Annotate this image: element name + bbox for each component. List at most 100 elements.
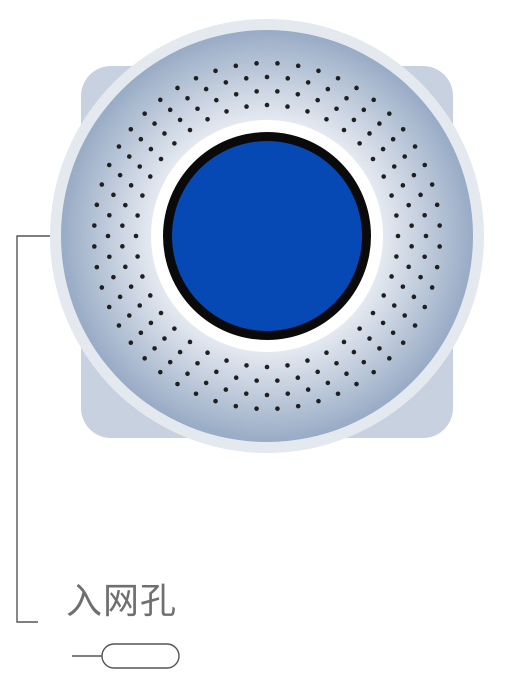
vent-dot [106, 162, 112, 168]
vent-dots [92, 61, 442, 411]
vent-dot [140, 193, 145, 198]
center-button[interactable] [172, 141, 362, 331]
vent-dot [380, 146, 386, 152]
vent-dot [406, 264, 411, 270]
vent-dot [305, 109, 310, 114]
vent-dot [127, 313, 132, 318]
vent-dot [335, 75, 341, 81]
vent-dot [148, 146, 154, 152]
vent-dot [357, 141, 362, 146]
vent-dot [213, 68, 218, 74]
vent-dot [244, 104, 249, 109]
vent-dot [354, 85, 359, 91]
vent-dot [175, 381, 180, 387]
vent-dot [285, 363, 290, 368]
vent-dot [400, 183, 406, 188]
vent-dot [409, 244, 414, 249]
vent-dot [162, 131, 167, 136]
vent-dot [233, 63, 239, 69]
vent-dot [437, 244, 442, 249]
vent-dot [172, 326, 177, 331]
vent-dot [148, 320, 154, 326]
vent-dot [203, 380, 209, 386]
vent-dot [389, 193, 394, 198]
vent-dot [325, 86, 331, 92]
vent-dot [367, 131, 372, 136]
vent-dot [434, 202, 440, 208]
vent-dot [264, 392, 270, 398]
vent-dot [285, 76, 291, 81]
vent-dot [400, 340, 406, 345]
vent-dot [244, 363, 249, 368]
vent-dot [389, 274, 394, 279]
vent-dot [370, 156, 376, 162]
vent-dot [429, 285, 435, 290]
vent-dot [402, 154, 408, 159]
vent-dot [295, 375, 301, 380]
vent-dot [381, 174, 387, 179]
vent-dot [422, 162, 428, 168]
vent-dot [162, 336, 167, 341]
vent-dot [395, 233, 401, 239]
vent-dot [99, 182, 105, 187]
vent-dot [264, 364, 270, 370]
vent-dot [123, 264, 128, 270]
vent-dot [335, 391, 341, 397]
vent-dot [394, 213, 399, 218]
vent-dot [111, 192, 116, 198]
vent-dot [315, 369, 320, 375]
vent-dot [99, 285, 105, 290]
vent-dot [315, 97, 320, 103]
vent-dot [135, 213, 140, 218]
vent-dot [422, 254, 427, 260]
vent-dot [158, 156, 164, 162]
vent-dot [285, 104, 290, 109]
vent-dot [128, 284, 134, 289]
vent-dot [390, 136, 396, 142]
vent-dot [305, 80, 311, 85]
vent-dot [92, 223, 97, 228]
vent-dot [175, 85, 180, 91]
vent-dot [275, 406, 280, 411]
vent-dot [152, 121, 157, 126]
vent-dot [394, 254, 399, 259]
vent-dot [422, 212, 427, 218]
vent-dot [128, 127, 134, 132]
vent-dot [361, 359, 367, 365]
vent-dot [233, 403, 239, 409]
vent-dot [94, 264, 100, 270]
vent-dot [409, 223, 414, 228]
vent-dot [243, 76, 249, 81]
vent-dot [402, 313, 408, 318]
vent-dot [316, 398, 321, 404]
vent-dot [187, 127, 193, 133]
vent-dot [254, 406, 259, 411]
vent-dot [354, 381, 359, 387]
vent-dot [423, 233, 429, 239]
vent-dot [264, 102, 270, 108]
network-hole-label: 入网孔 [66, 581, 178, 622]
network-hole-icon [72, 643, 180, 669]
vent-dot [391, 164, 397, 169]
vent-dot [390, 330, 396, 336]
vent-dot [295, 63, 301, 69]
vent-dot [107, 254, 112, 260]
vent-dot [400, 284, 406, 289]
vent-dot [106, 304, 112, 310]
vent-dot [94, 202, 100, 208]
vent-dot [214, 97, 219, 103]
vent-dot [334, 106, 339, 112]
vent-dot [412, 323, 418, 328]
vent-dot [324, 116, 329, 122]
vent-dot [285, 391, 291, 396]
vent-dot [275, 378, 280, 383]
vent-dot [214, 369, 219, 375]
vent-dot [316, 68, 321, 74]
vent-dot [142, 111, 147, 116]
vent-dot [371, 369, 376, 375]
vent-dot [411, 294, 417, 300]
vent-dot [117, 172, 123, 178]
vent-dot [325, 380, 331, 386]
vent-dot [128, 183, 134, 188]
vent-dot [138, 330, 144, 336]
